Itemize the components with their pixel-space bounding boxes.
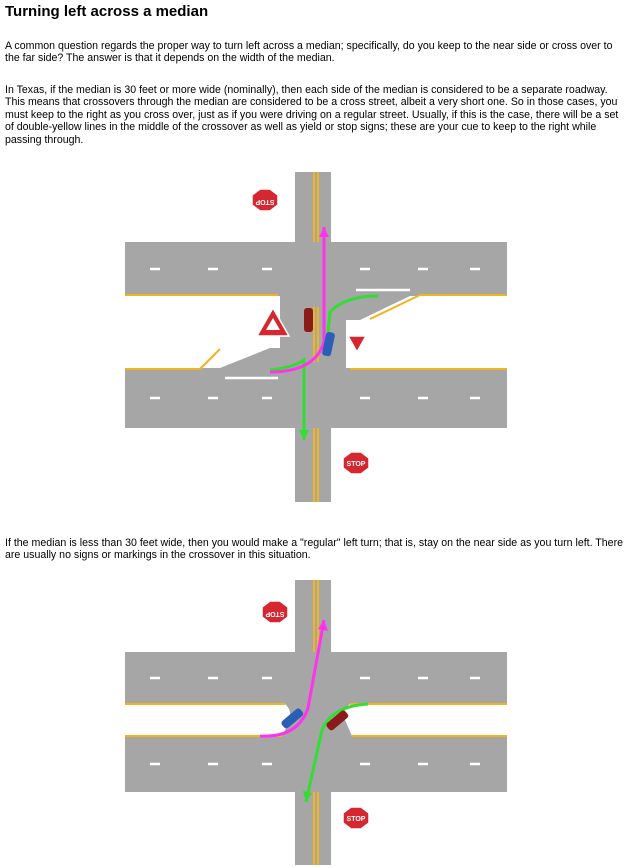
red-car bbox=[304, 308, 313, 332]
median-right bbox=[344, 704, 507, 736]
lower-roadway bbox=[125, 368, 507, 428]
wide-median-diagram: STOP STOP bbox=[125, 172, 507, 502]
svg-text:STOP: STOP bbox=[347, 461, 366, 468]
red-car bbox=[326, 710, 349, 731]
blue-car bbox=[281, 708, 304, 729]
median-left bbox=[125, 296, 280, 368]
wide-median-paragraph: In Texas, if the median is 30 feet or mo… bbox=[5, 84, 619, 146]
yield-sign-right bbox=[346, 335, 368, 354]
yield-sign-left bbox=[255, 306, 291, 337]
left-turn-path bbox=[259, 619, 326, 738]
stop-sign-top: STOP bbox=[261, 600, 289, 624]
right-side-path bbox=[304, 702, 369, 803]
right-side-path bbox=[269, 357, 306, 440]
stop-sign-bottom: STOP bbox=[342, 806, 370, 830]
svg-text:STOP: STOP bbox=[255, 198, 274, 205]
page-title: Turning left across a median bbox=[5, 3, 209, 20]
svg-text:STOP: STOP bbox=[347, 816, 366, 823]
median-left bbox=[125, 704, 291, 736]
stop-sign-bottom: STOP bbox=[342, 451, 370, 475]
intro-paragraph: A common question regards the proper way… bbox=[5, 40, 613, 65]
lower-roadway bbox=[125, 736, 507, 792]
narrow-median-diagram: STOP STOP bbox=[125, 580, 507, 865]
upper-roadway bbox=[125, 242, 507, 296]
left-turn-path bbox=[269, 227, 326, 374]
narrow-median-paragraph: If the median is less than 30 feet wide,… bbox=[5, 537, 623, 562]
stop-sign-top: STOP bbox=[251, 188, 279, 212]
blue-car bbox=[322, 331, 335, 357]
median-right bbox=[346, 296, 507, 368]
svg-text:STOP: STOP bbox=[265, 610, 284, 617]
